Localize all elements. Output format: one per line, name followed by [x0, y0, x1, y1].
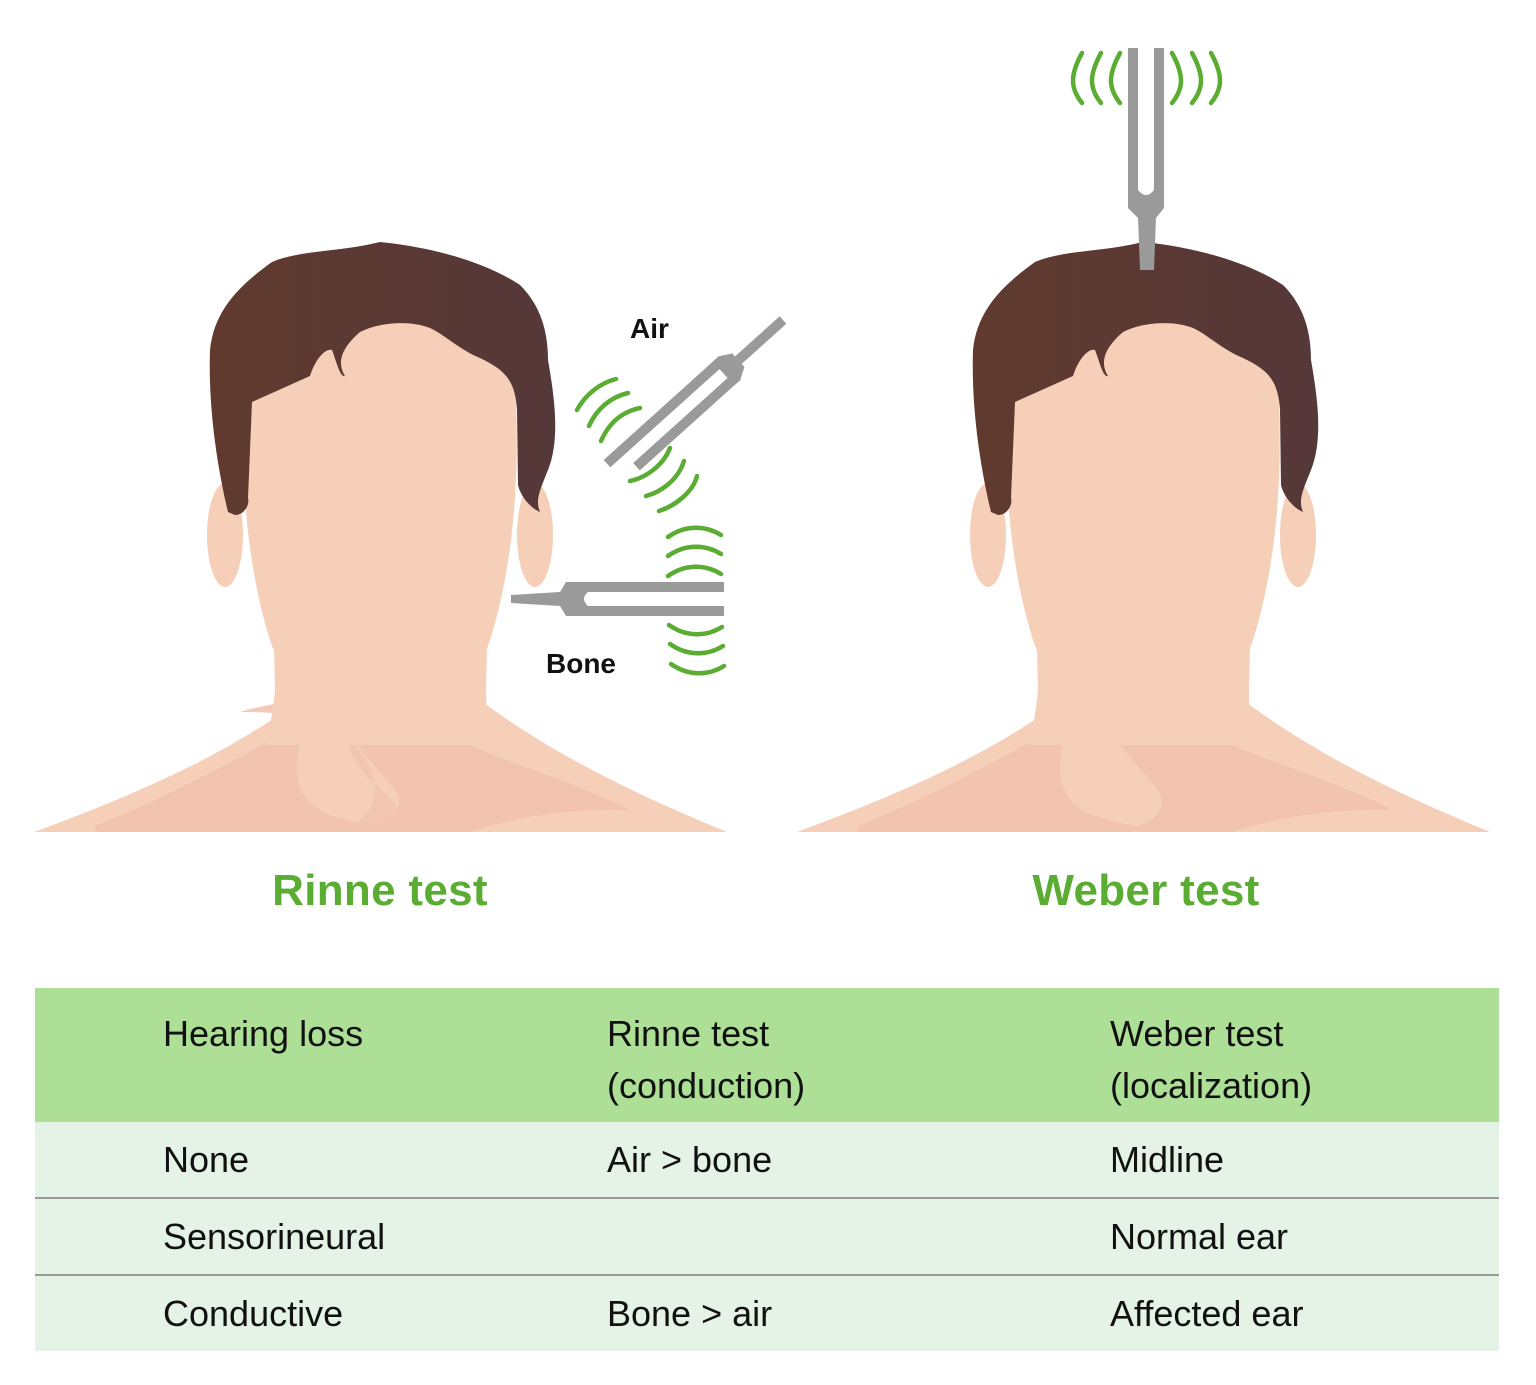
header-line: (conduction) [607, 1065, 806, 1106]
header-line: Weber test [1110, 1013, 1284, 1054]
header-line: (localization) [1110, 1065, 1313, 1106]
weber-test-caption: Weber test [1032, 866, 1260, 915]
table-row: Sensorineural Normal ear [35, 1197, 1499, 1274]
cell-rinne: Air > bone [607, 1138, 773, 1180]
rinne-test-caption: Rinne test [272, 866, 488, 915]
cell-weber: Midline [1110, 1138, 1225, 1180]
cell-rinne: Bone > air [607, 1292, 773, 1334]
cell-hearing-loss: None [163, 1138, 250, 1180]
weber-sound-wave-icon [1070, 50, 1223, 106]
table-row: None Air > bone Midline [35, 1122, 1499, 1197]
hearing-test-illustration: Air Bone [34, 48, 1490, 832]
header-line: Rinne test [607, 1013, 770, 1054]
table-header-row: Hearing loss Rinne test (conduction) Web… [35, 988, 1499, 1122]
cell-hearing-loss: Conductive [163, 1292, 344, 1334]
header-line: Hearing loss [163, 1013, 364, 1054]
hearing-loss-table: Hearing loss Rinne test (conduction) Web… [35, 988, 1499, 1351]
bone-sound-wave-icon [665, 525, 727, 676]
cell-hearing-loss: Sensorineural [163, 1215, 386, 1257]
header-hearing-loss: Hearing loss [163, 988, 607, 1060]
rinne-head-icon [34, 242, 727, 832]
weber-tuning-fork-icon [1128, 48, 1164, 270]
air-sound-wave-icon [574, 376, 700, 514]
cell-weber: Affected ear [1110, 1292, 1304, 1334]
header-rinne-test: Rinne test (conduction) [607, 988, 1110, 1112]
header-weber-test: Weber test (localization) [1110, 988, 1499, 1112]
air-tuning-fork-icon [603, 316, 787, 471]
air-label: Air [630, 313, 669, 344]
table-row: Conductive Bone > air Affected ear [35, 1274, 1499, 1351]
bone-label: Bone [546, 648, 616, 679]
weber-head-icon [797, 242, 1490, 832]
cell-weber: Normal ear [1110, 1215, 1289, 1257]
bone-tuning-fork-icon [511, 582, 724, 616]
